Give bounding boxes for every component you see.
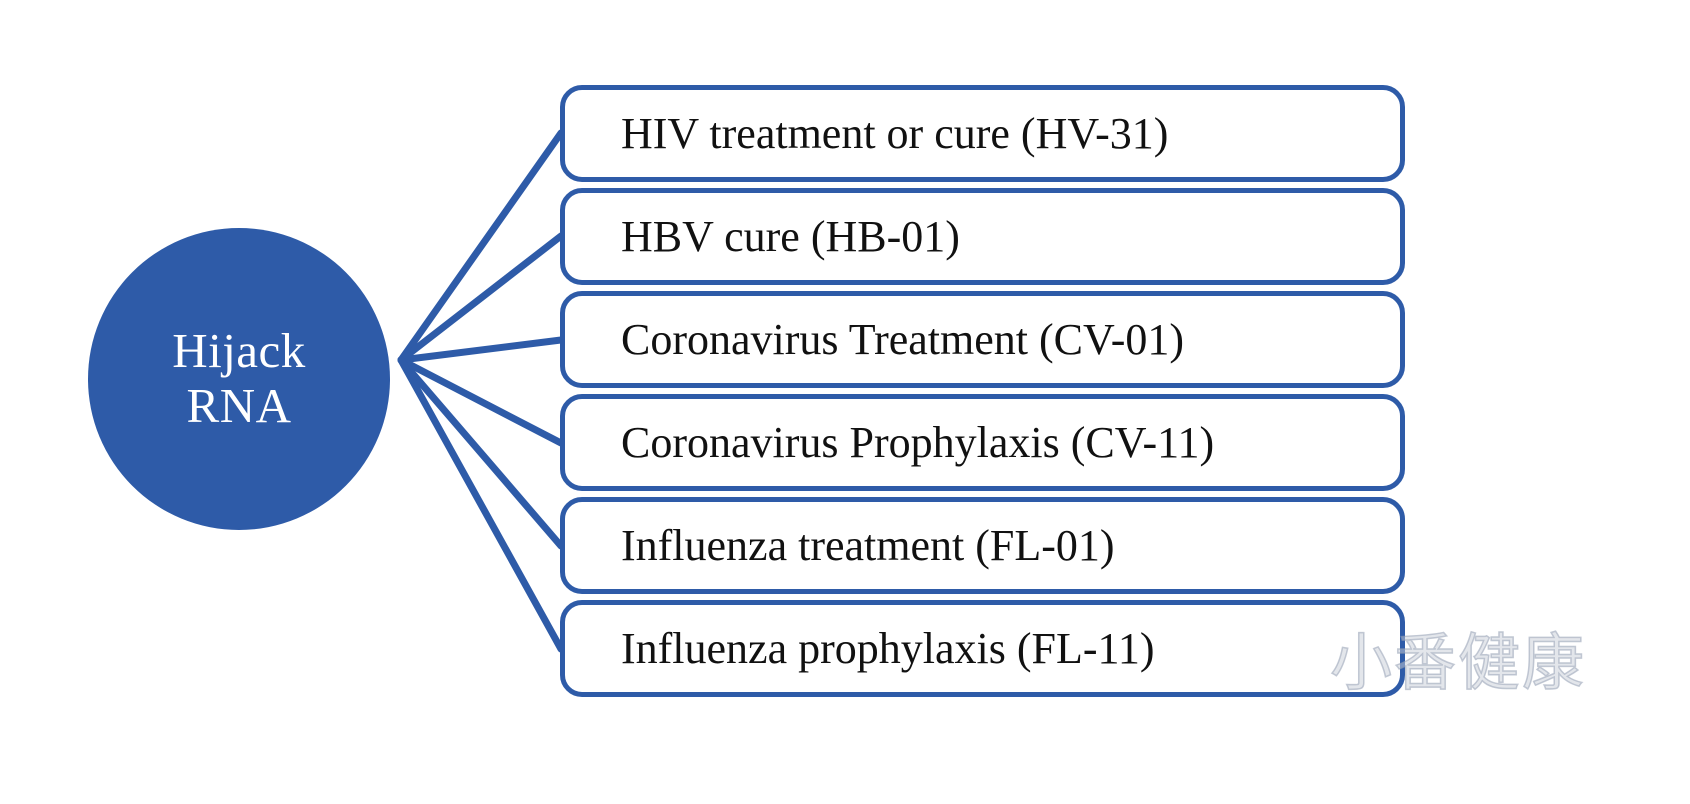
hub-node-hijack-rna[interactable]: Hijack RNA (88, 228, 390, 530)
branch-label: Coronavirus Treatment (CV-01) (621, 315, 1185, 364)
hub-label-line-1: Hijack (172, 323, 306, 379)
branch-label: Coronavirus Prophylaxis (CV-11) (621, 418, 1215, 467)
connector-line-5 (397, 356, 565, 550)
branch-node-coronavirus-prophylaxis[interactable]: Coronavirus Prophylaxis (CV-11) (560, 394, 1405, 491)
connector-line-2 (397, 232, 565, 364)
connector-line-4 (397, 356, 565, 447)
connector-line-1 (397, 129, 565, 364)
branch-label: HIV treatment or cure (HV-31) (621, 109, 1169, 158)
branch-label: Influenza prophylaxis (FL-11) (621, 624, 1155, 673)
connector-line-6 (397, 356, 565, 653)
branch-node-hiv-treatment[interactable]: HIV treatment or cure (HV-31) (560, 85, 1405, 182)
branch-label: Influenza treatment (FL-01) (621, 521, 1115, 570)
connector-line-3 (397, 336, 565, 364)
branch-node-influenza-treatment[interactable]: Influenza treatment (FL-01) (560, 497, 1405, 594)
branch-node-coronavirus-treatment[interactable]: Coronavirus Treatment (CV-01) (560, 291, 1405, 388)
branch-label: HBV cure (HB-01) (621, 212, 960, 261)
branch-node-hbv-cure[interactable]: HBV cure (HB-01) (560, 188, 1405, 285)
hub-label-line-2: RNA (186, 378, 292, 433)
branch-node-influenza-prophylaxis[interactable]: Influenza prophylaxis (FL-11) (560, 600, 1405, 697)
